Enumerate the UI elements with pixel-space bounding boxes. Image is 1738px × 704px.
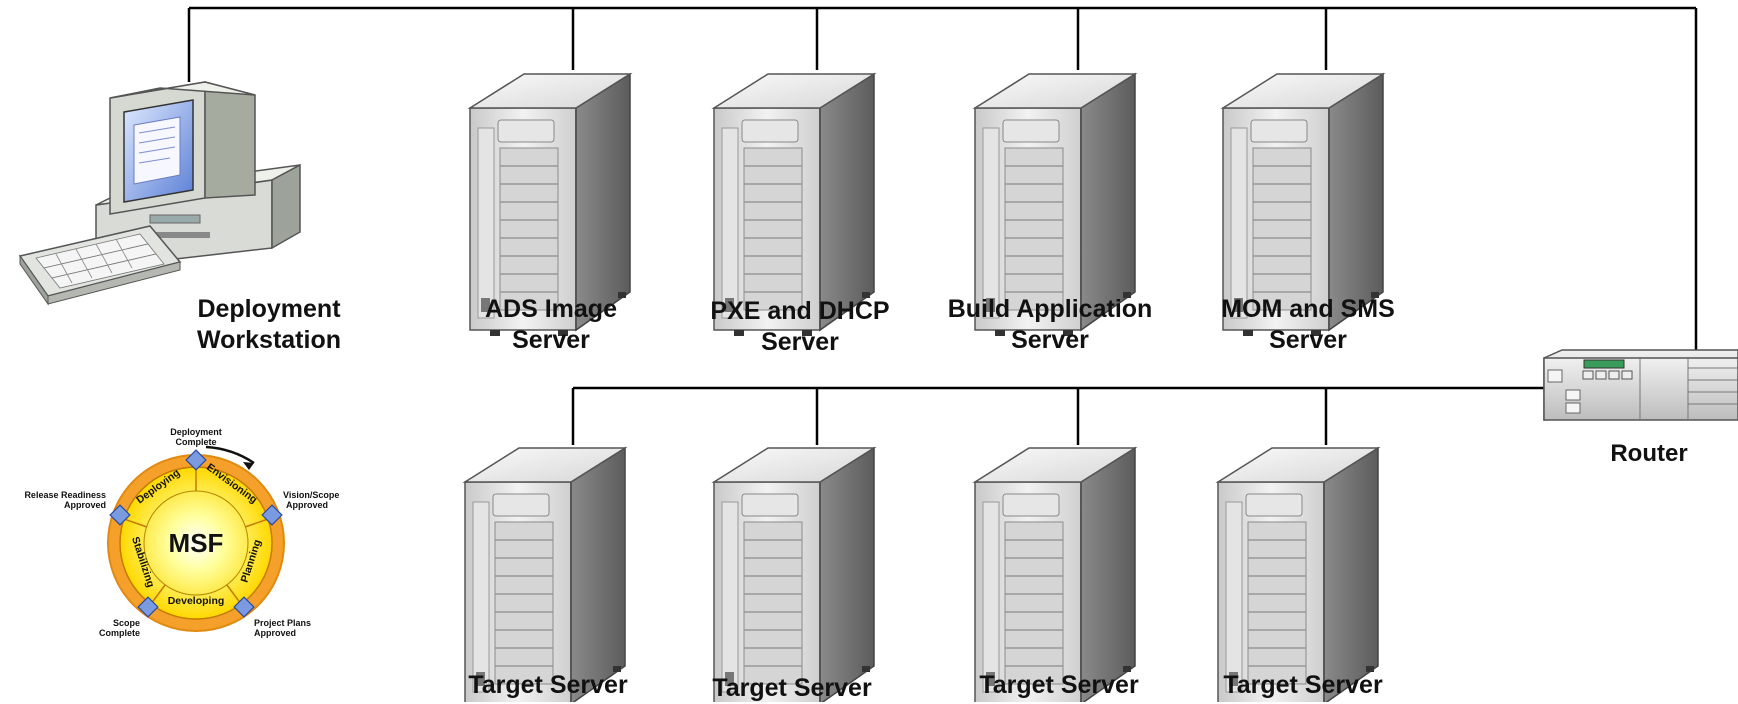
network-lines [187, 6, 1698, 445]
label-line: MOM and SMS [1221, 295, 1395, 323]
label-line: Deployment [197, 295, 341, 323]
target-server-4 [1217, 447, 1379, 702]
msf-process-model: MSF Envisioning Planning Developing Stab… [24, 427, 339, 638]
milestone-diamond [109, 504, 131, 526]
msf-center-label: MSF [169, 528, 224, 558]
milestone-diamond [233, 596, 255, 618]
milestone-project-plans-1: Project Plans [254, 618, 311, 628]
label-line: Build Application [947, 295, 1153, 323]
milestone-deployment-complete-1: Deployment [170, 427, 222, 437]
label-line: Server [1011, 326, 1089, 354]
label-target-server-1: Target Server [468, 671, 628, 699]
target-server-1 [464, 447, 626, 702]
milestone-scope-complete-2: Complete [99, 628, 140, 638]
label-target-server-4: Target Server [1223, 671, 1383, 699]
label-deployment-workstation: Deployment Workstation [149, 294, 389, 356]
tower-server-icon [974, 447, 1136, 702]
label-build-application-server: Build Application Server [930, 294, 1170, 356]
target-server-3 [974, 447, 1136, 702]
milestone-diamond [261, 504, 283, 526]
label-router: Router [1610, 440, 1688, 467]
phase-developing: Developing [168, 595, 225, 607]
label-line: Server [1269, 326, 1347, 354]
label-target-server-3: Target Server [979, 671, 1139, 699]
milestone-vision-scope-1: Vision/Scope [283, 490, 339, 500]
target-server-2 [713, 447, 875, 702]
label-line: Server [761, 328, 839, 356]
milestone-release-readiness-1: Release Readiness [24, 490, 106, 500]
label-line: Workstation [197, 326, 341, 354]
tower-server-icon [713, 447, 875, 702]
label-pxe-dhcp-server: PXE and DHCP Server [680, 296, 920, 358]
label-ads-image-server: ADS Image Server [431, 294, 671, 356]
tower-server-icon [1217, 447, 1379, 702]
label-target-server-2: Target Server [712, 674, 872, 702]
tower-server-icon [464, 447, 626, 702]
milestone-deployment-complete-2: Complete [175, 437, 216, 447]
milestone-diamond [185, 449, 207, 471]
desktop-computer-icon [18, 81, 301, 306]
label-mom-sms-server: MOM and SMS Server [1188, 294, 1428, 356]
label-line: ADS Image [485, 295, 617, 323]
milestone-project-plans-2: Approved [254, 628, 296, 638]
label-line: PXE and DHCP [710, 297, 890, 325]
milestone-vision-scope-2: Approved [286, 500, 328, 510]
milestone-scope-complete-1: Scope [113, 618, 140, 628]
milestone-release-readiness-2: Approved [64, 500, 106, 510]
milestone-diamond [137, 596, 159, 618]
label-line: Server [512, 326, 590, 354]
router-icon [1543, 349, 1738, 421]
